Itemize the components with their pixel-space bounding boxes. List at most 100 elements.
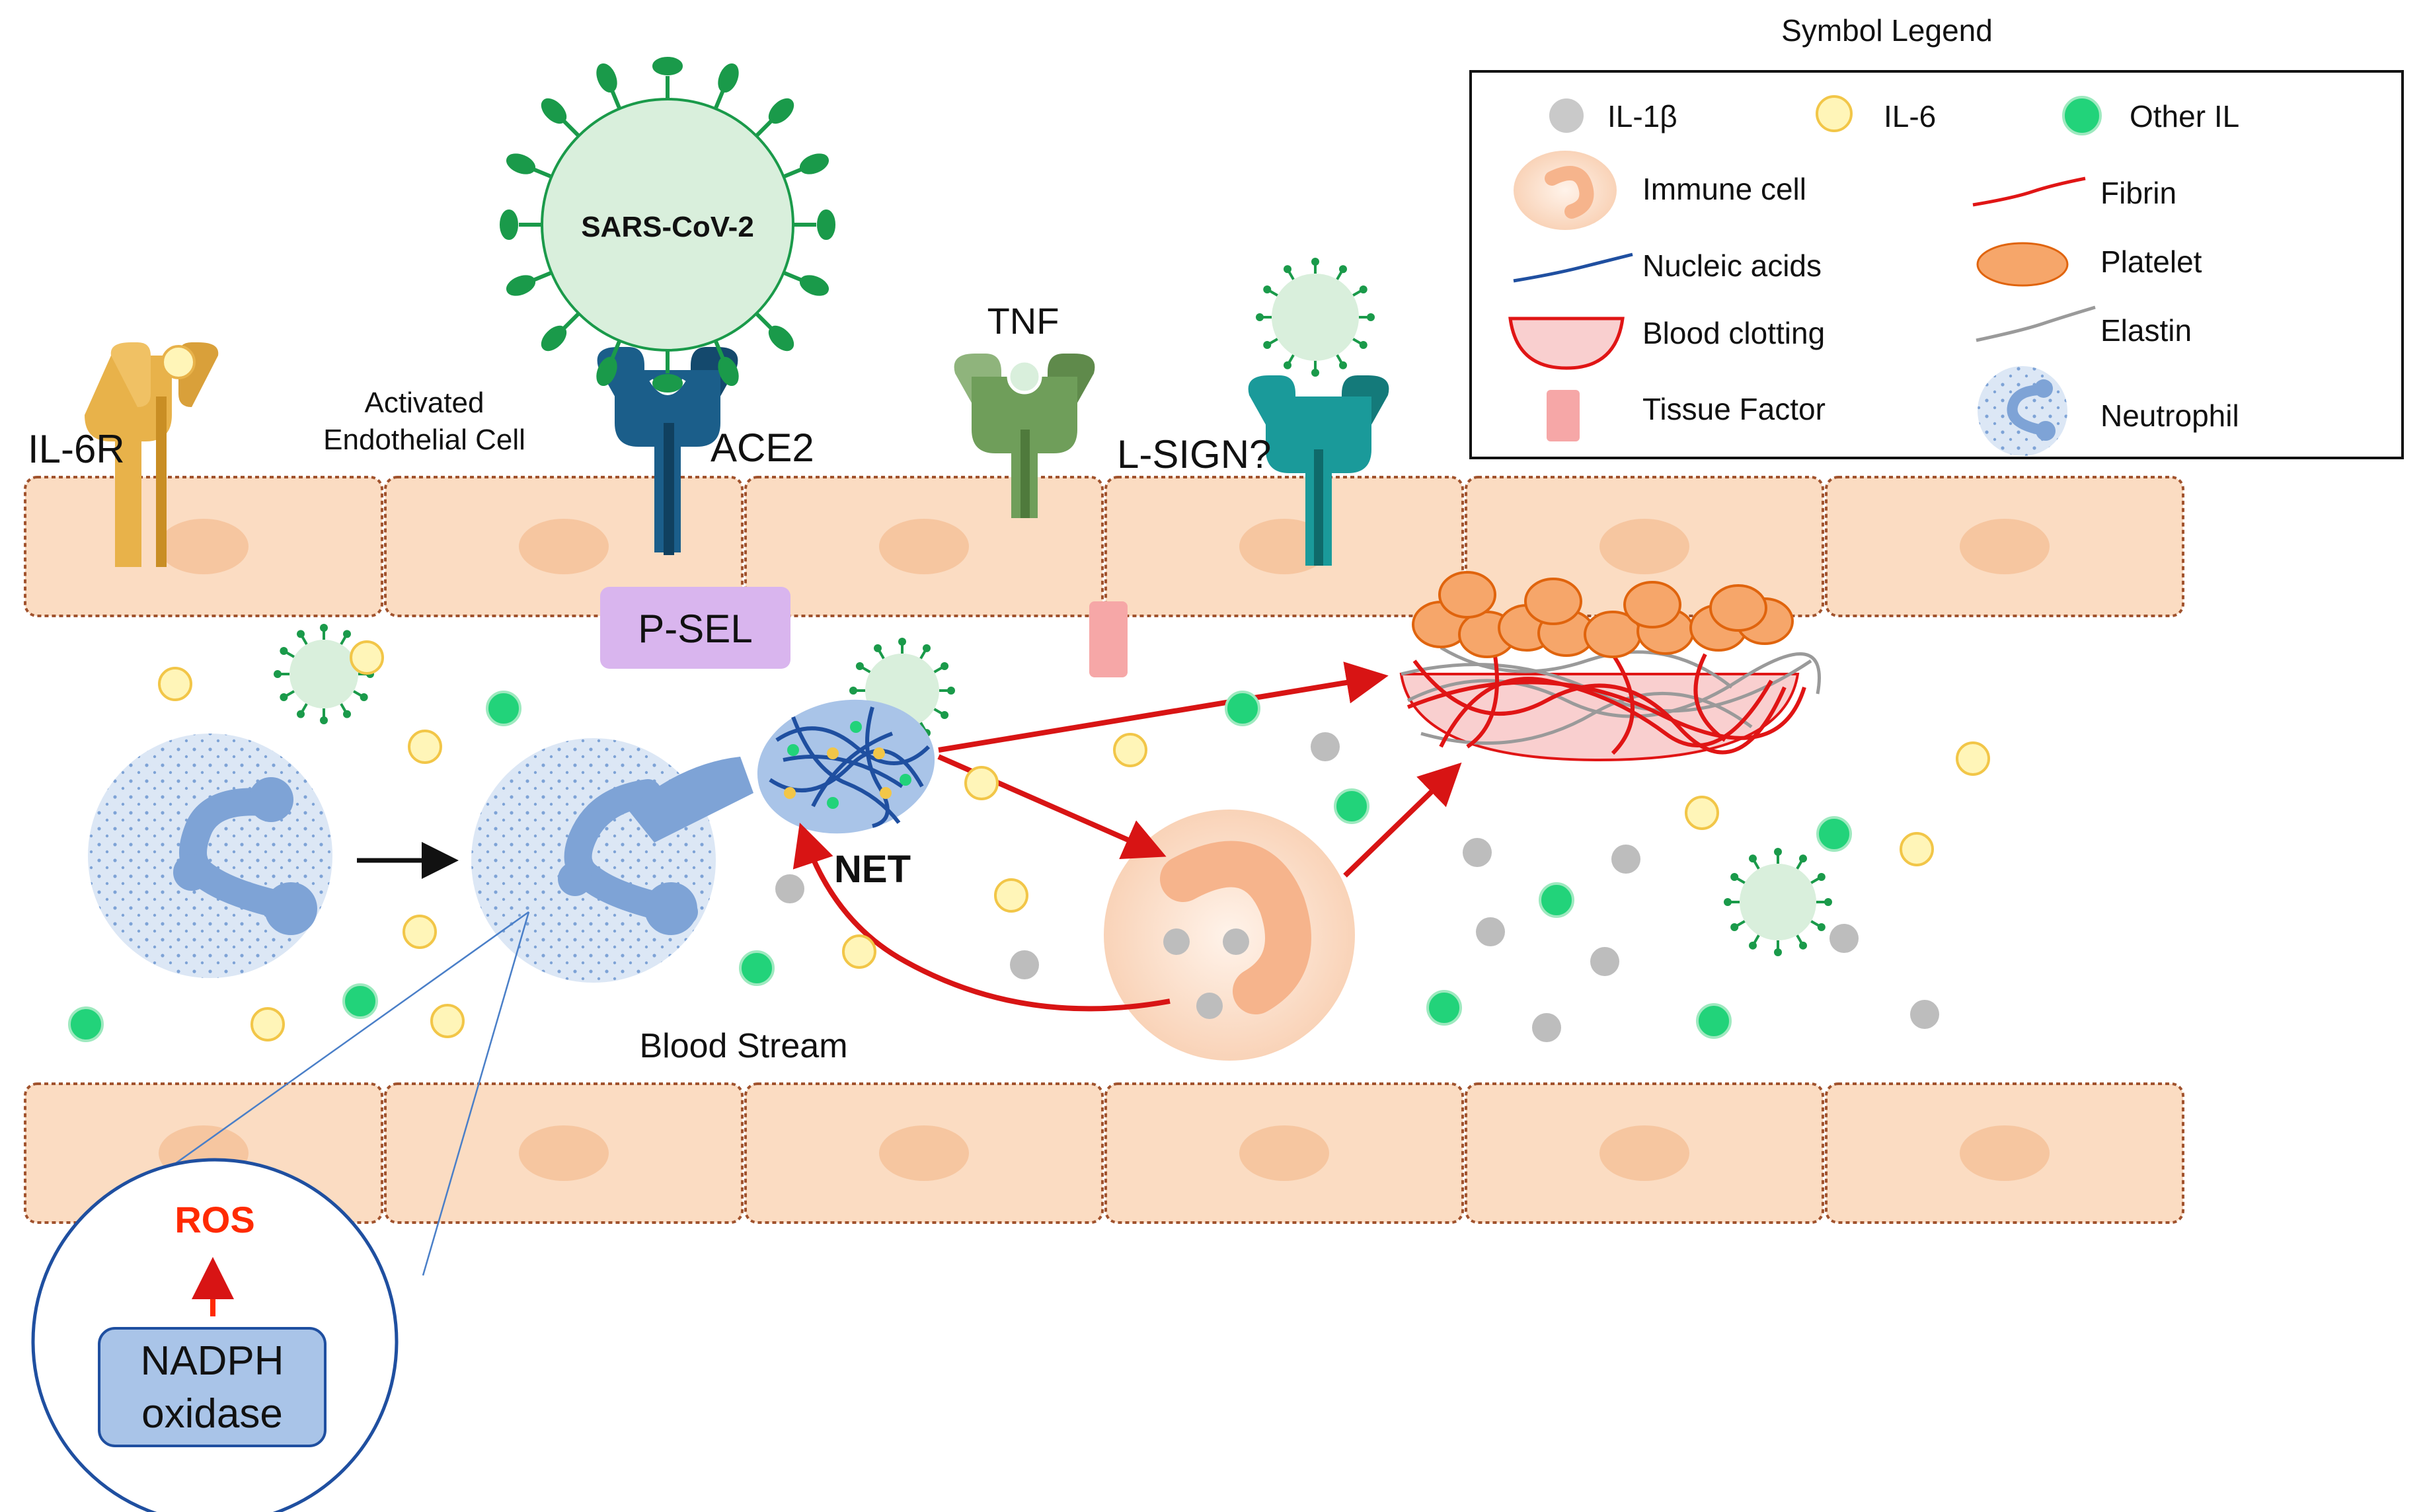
cell-nucleus [1599,1125,1689,1181]
other-il-cytokine [1334,788,1369,824]
il6-cytokine [1685,796,1719,830]
small-virus [1724,848,1832,956]
legend-other-il-symbol [2062,96,2102,135]
legend-neutrophil-label: Neutrophil [2100,398,2239,433]
il1b-cytokine [1476,917,1505,946]
virus-spike-tip [941,711,949,719]
net-other-il [787,744,799,756]
virus-spike-tip [1256,313,1264,321]
other-il-cytokine [739,950,775,986]
legend-nucleic-acid-symbol [1513,252,1633,283]
neutrophil-resting [88,734,332,978]
net-structure [757,699,935,834]
virus-spike-tip [1817,923,1826,931]
legend-fibrin-symbol [1972,176,2086,207]
cell-nucleus [1239,1125,1329,1181]
virus-spike-tip [1749,854,1757,863]
il1b-cytokine [1910,1000,1939,1029]
legend-il6-label: IL-6 [1884,99,1936,133]
virus-spike-tip [941,662,949,670]
legend-il6-symbol [1816,95,1853,132]
ros-label: ROS [174,1199,254,1240]
legend-immune-cell-symbol [1514,151,1617,230]
il1b-cytokine [1590,947,1619,976]
net-il6 [873,747,885,759]
other-il-cytokine [486,691,521,726]
virus-spike-tip [923,644,931,652]
virus-spike-tip [1339,361,1347,369]
immune-cell-macrophage [1104,810,1355,1061]
virus-spike-tip [320,716,328,724]
il1b-cytokine [1463,838,1492,867]
virus-spike-tip [320,624,328,632]
virus-spike-tip [1749,941,1757,950]
cell-nucleus [1960,519,2050,574]
il1b-cytokine [1532,1013,1561,1042]
arrow-net-to-clot [938,662,1389,753]
cytokine-field [68,640,1990,1042]
virus-spike-tip [343,630,351,638]
legend-platelet-label: Platelet [2100,245,2202,279]
p-selectin-box [600,587,790,669]
legend-immune-cell-label: Immune cell [1642,172,1806,206]
il6-cytokine [158,667,192,701]
blood-clot [1399,646,1821,762]
virus-spike-tip [898,638,906,646]
net-il6 [880,787,892,799]
cell-nucleus [159,519,249,574]
il1b-cytokine [1611,845,1640,874]
virus-spike-tip [297,630,305,638]
il6-cytokine [350,640,384,675]
virus-spike-tip [874,644,882,652]
il1b-cytokine [1311,732,1340,761]
platelet [1524,578,1582,625]
tnf-label: TNF [987,300,1059,342]
il6-ligand [161,345,196,379]
virus-spike-tip [1284,265,1291,274]
other-il-cytokine [1816,816,1852,852]
virus-spike-tip [1799,941,1807,950]
virus-body [289,640,358,708]
virus-label: SARS-CoV-2 [581,211,754,243]
endothelium-bottom [24,1082,2184,1224]
arrow-immune-cell-to-clot [1343,762,1462,878]
other-il-cytokine [1539,882,1574,918]
virus-spike-tip [1799,854,1807,863]
legend-blood-clotting-label: Blood clotting [1642,316,1825,350]
virus-body [1272,274,1359,361]
virus-spike-tip [274,670,282,678]
net-label: NET [834,848,911,891]
platelet [1709,584,1767,632]
lsign-label: L-SIGN? [1117,432,1271,476]
virus-spike-tip [1774,848,1782,856]
il6-cytokine [1900,832,1934,866]
virus-body [1740,864,1816,940]
virus-spike-tip [1824,898,1832,906]
nadph-oxidase-box [98,1327,327,1447]
virus-spike-tip [360,693,368,701]
legend-nucleic-acids-label: Nucleic acids [1642,248,1822,283]
virus-spike-tip [1311,369,1319,377]
virus-spike-tip [343,710,351,718]
il6-cytokine [408,730,442,764]
neutrophil-activated [471,738,753,983]
other-il-cytokine [1696,1003,1732,1039]
virus-spike-tip [280,693,288,701]
il6-receptor [85,342,219,567]
il1b-cytokine [1010,950,1039,979]
virus-spike-tip [1311,258,1319,266]
net-other-il [900,774,911,786]
net-other-il [827,797,839,809]
cell-nucleus [879,1125,969,1181]
activated-cell-label-line: Endothelial Cell [323,424,525,456]
il6-cytokine [1956,741,1990,776]
virus-spike-tip [1724,898,1732,906]
endothelium-top-nuclei [159,519,2050,574]
platelet [1623,581,1681,628]
internal-il1b [1196,993,1223,1019]
other-il-cytokine [1225,691,1260,726]
small-virus [1256,258,1375,377]
legend-elastin-label: Elastin [2100,313,2192,348]
cell-nucleus [879,519,969,574]
